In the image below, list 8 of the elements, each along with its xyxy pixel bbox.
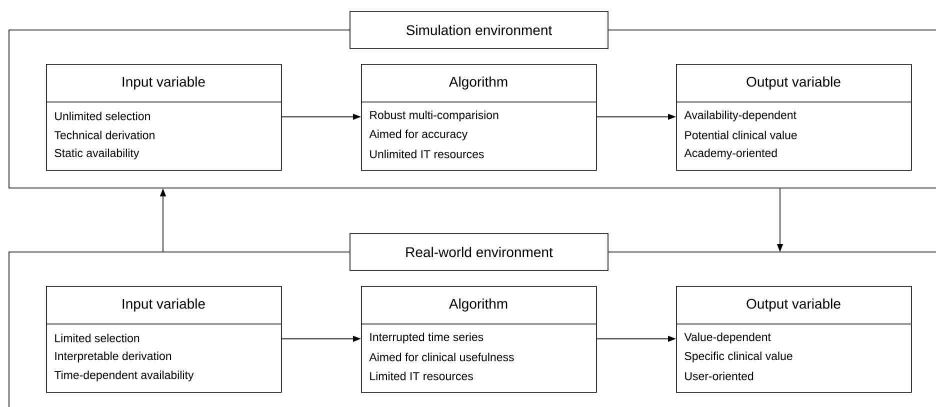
variable-box: Algorithm Interrupted time series Aimed for clinical usefulness Limited IT resources — [360, 286, 597, 393]
variable-box: Algorithm Robust multi-comparision Aimed for accuracy Unlimited IT resources — [360, 64, 597, 171]
title-box: Simulation environment — [350, 11, 608, 49]
variable-box: Input variable Unlimited selection Technical derivation Static availability — [46, 64, 282, 171]
variable-box: Output variable Value-dependent Specific clinical value User-oriented — [676, 286, 912, 393]
title-box: Real-world environment — [350, 233, 608, 271]
variable-box: Output variable Availability-dependent Potential clinical value Academy-oriented — [676, 64, 912, 171]
variable-box: Input variable Limited selection Interpretable derivation Time-dependent availability — [46, 286, 282, 393]
